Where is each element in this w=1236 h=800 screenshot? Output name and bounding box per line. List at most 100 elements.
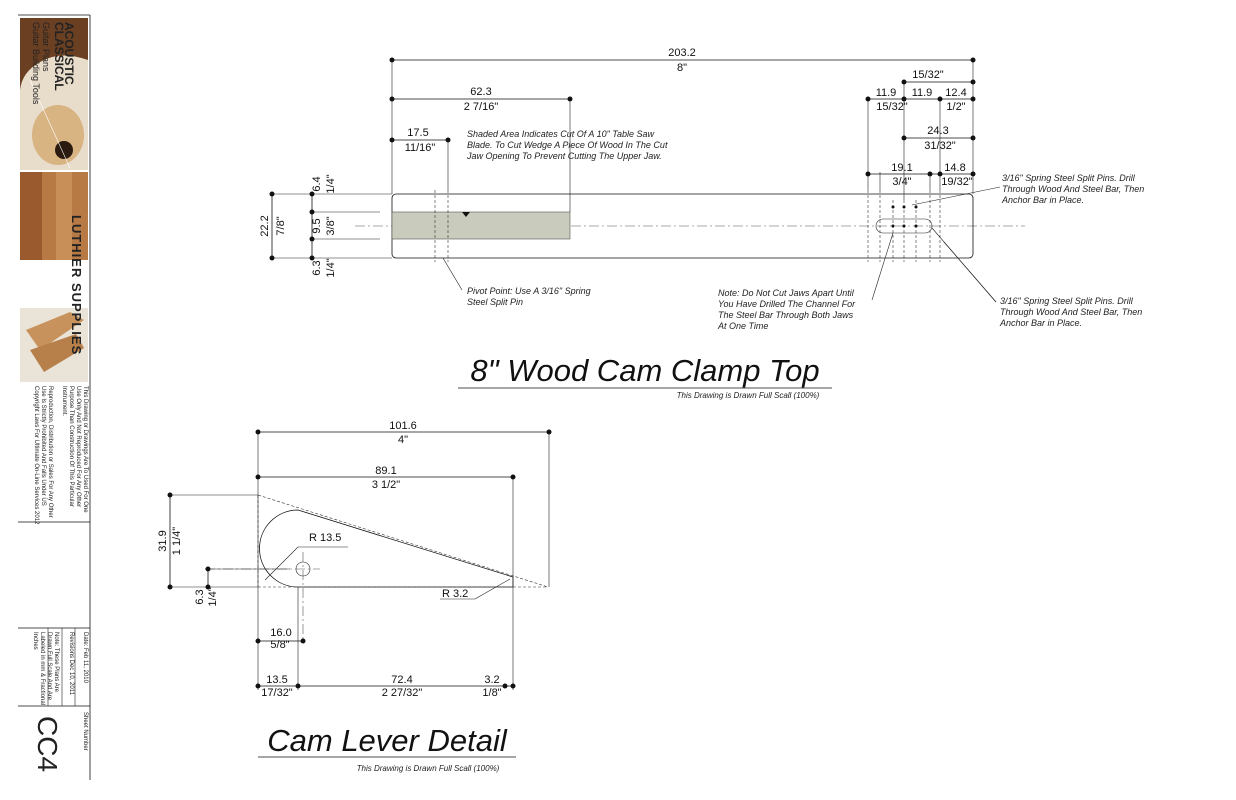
wood-photo xyxy=(20,172,88,260)
cam-dim-1016-mm: 101.6 xyxy=(389,420,417,432)
dim-95-in: 3/8" xyxy=(325,216,337,235)
jaws-note-line: The Steel Bar Through Both Jaws xyxy=(718,310,854,320)
dim-191-in: 3/4" xyxy=(892,176,911,188)
clamp-photo xyxy=(20,308,88,382)
slot-dashes xyxy=(867,190,941,262)
sheet-number: CC4 xyxy=(32,716,63,772)
cam-dim-135-mm: 13.5 xyxy=(266,674,287,686)
note-line: Inches xyxy=(32,632,38,650)
cam-extension-lines xyxy=(168,430,550,690)
brand-top2: CLASSICAL xyxy=(52,22,66,91)
cam-dim-891-in: 3 1/2" xyxy=(372,479,400,491)
cam-lever-title: Cam Lever Detail xyxy=(267,723,508,758)
saw-cut-shaded-area xyxy=(391,211,571,240)
clamp-top-drawing: 203.2 8" 62.3 2 7/16" 17.5 11/16" 15/32"… xyxy=(259,47,1144,400)
dim-148-mm: 14.8 xyxy=(944,162,965,174)
dim-17-mm: 17.5 xyxy=(407,127,428,139)
cam-dim-319-in: 1 1/4" xyxy=(171,527,183,555)
pins-top-note-line: Anchor Bar in Place. xyxy=(1001,195,1084,205)
jaws-note-line: Note: Do Not Cut Jaws Apart Until xyxy=(718,288,855,298)
jaws-note-line: You Have Drilled The Channel For xyxy=(718,299,856,309)
clamp-top-title: 8" Wood Cam Clamp Top xyxy=(470,353,819,388)
brand-sub1: Guitar Plans xyxy=(41,22,51,72)
notice-line: Use Is Strictly Prohibited And Falls Und… xyxy=(40,386,46,506)
dim-243-mm: 24.3 xyxy=(927,125,948,137)
notice-line: Use Only And Not Reproduced For Any Othe… xyxy=(75,386,81,507)
cam-lever-drawing: 101.6 4" 89.1 3 1/2" 31.9 1 1/4" 6.3 1/4… xyxy=(157,420,552,773)
dimension-lines xyxy=(269,57,976,261)
dim-191-mm: 19.1 xyxy=(891,162,912,174)
cam-dim-160-mm: 16.0 xyxy=(270,627,291,639)
pins-top-note-line: Through Wood And Steel Bar, Then xyxy=(1002,184,1144,194)
dim-64-in: 1/4" xyxy=(325,174,337,193)
brand-top-block: ACOUSTIC CLASSICAL Guitar Plans Guitar B… xyxy=(31,22,76,105)
dim-95-mm: 9.5 xyxy=(311,218,323,233)
brand-top: ACOUSTIC xyxy=(62,22,76,85)
notice-line: Purpose Than Construction Of This Partic… xyxy=(68,386,74,507)
brand-main-block: LUTHIER SUPPLIES xyxy=(69,215,84,355)
pivot-marker xyxy=(462,212,470,217)
pins-bottom-note-line: Anchor Bar in Place. xyxy=(999,318,1082,328)
cam-construction-lines xyxy=(205,494,549,640)
shaded-note-line: Jaw Opening To Prevent Cutting The Upper… xyxy=(466,151,662,161)
pins-leader-top xyxy=(911,186,1001,206)
dim-15-32-top: 15/32" xyxy=(912,69,944,81)
cam-dim-724-in: 2 27/32" xyxy=(382,687,423,699)
cam-dim-160-in: 5/8" xyxy=(270,639,289,651)
cam-radius-135: R 13.5 xyxy=(309,532,341,544)
dim-17-in: 11/16" xyxy=(405,142,436,154)
pins-bottom-note-line: Through Wood And Steel Bar, Then xyxy=(1000,307,1142,317)
cam-dim-135-in: 17/32" xyxy=(261,687,293,699)
scale-note: Note: These Plans Are Drawn Full Scale A… xyxy=(32,632,59,705)
dim-overall-in: 8" xyxy=(677,62,687,74)
dim-148-in: 19/32" xyxy=(941,176,973,188)
brand-sub2: Guitar Building Tools xyxy=(31,22,41,105)
pins-top-note-line: 3/16" Spring Steel Split Pins. Drill xyxy=(1002,173,1136,183)
cam-dim-32-in: 1/8" xyxy=(482,687,501,699)
jaws-leader xyxy=(871,232,894,301)
dim-243-in: 31/32" xyxy=(924,140,956,152)
dim-124-mm: 12.4 xyxy=(945,87,966,99)
date-cell: Date: Feb 11, 2010 xyxy=(82,632,88,684)
note-line: Note: These Plans Are xyxy=(53,632,59,693)
cam-dim-63-mm: 6.3 xyxy=(194,589,206,604)
note-line: Drawn Full Scale And Are xyxy=(46,632,52,701)
cam-lever-body xyxy=(259,509,514,588)
dim-63-in: 1/4" xyxy=(325,258,337,277)
notice-line: Instrument. xyxy=(61,386,67,416)
guitar-photo xyxy=(20,18,88,170)
dim-63-mm: 6.3 xyxy=(311,260,323,275)
notice-line: Copyright Laws For Ultimate On-Line Serv… xyxy=(33,386,39,525)
clamp-top-subtitle: This Drawing is Drawn Full Scall (100%) xyxy=(677,391,820,400)
cam-radius-32: R 3.2 xyxy=(442,588,468,600)
dim-119b-mm: 11.9 xyxy=(912,87,933,99)
pivot-note-line: Steel Split Pin xyxy=(467,297,523,307)
cam-dim-32-mm: 3.2 xyxy=(484,674,499,686)
cam-dimension-lines xyxy=(167,429,552,689)
dim-119a-in: 15/32" xyxy=(876,101,908,113)
dim-124-in: 1/2" xyxy=(946,101,965,113)
dim-overall-mm: 203.2 xyxy=(668,47,696,59)
sheet-number-label: Sheet Number xyxy=(82,712,88,751)
cam-dim-1016-in: 4" xyxy=(398,434,408,446)
dim-64-mm: 6.4 xyxy=(311,176,323,191)
cam-dim-891-mm: 89.1 xyxy=(375,465,396,477)
notice-line: This Drawing or Drawings Are To Used For… xyxy=(82,386,88,513)
title-block: ACOUSTIC CLASSICAL Guitar Plans Guitar B… xyxy=(18,14,91,780)
notice-line: Reproduction, Distribution or Sales For … xyxy=(47,386,53,518)
copyright-notice: This Drawing or Drawings Are To Used For… xyxy=(33,386,88,525)
dim-222-mm: 22.2 xyxy=(259,215,271,236)
revision-cell: Revisions Dec 10, 2011 xyxy=(68,632,74,696)
dim-119a-mm: 11.9 xyxy=(876,87,897,99)
date-text: Date: Feb 11, 2010 xyxy=(82,632,88,684)
dim-62-in: 2 7/16" xyxy=(464,101,499,113)
pins-bottom-note-line: 3/16" Spring Steel Split Pins. Drill xyxy=(1000,296,1134,306)
sheet-number-label-cell: Sheet Number xyxy=(82,712,88,751)
brand-main: LUTHIER SUPPLIES xyxy=(69,215,84,355)
cam-lever-subtitle: This Drawing is Drawn Full Scall (100%) xyxy=(357,764,500,773)
cam-dim-319-mm: 31.9 xyxy=(157,530,169,551)
pivot-note-line: Pivot Point: Use A 3/16" Spring xyxy=(467,286,591,296)
cam-dim-724-mm: 72.4 xyxy=(391,674,412,686)
dim-222-in: 7/8" xyxy=(275,216,287,235)
